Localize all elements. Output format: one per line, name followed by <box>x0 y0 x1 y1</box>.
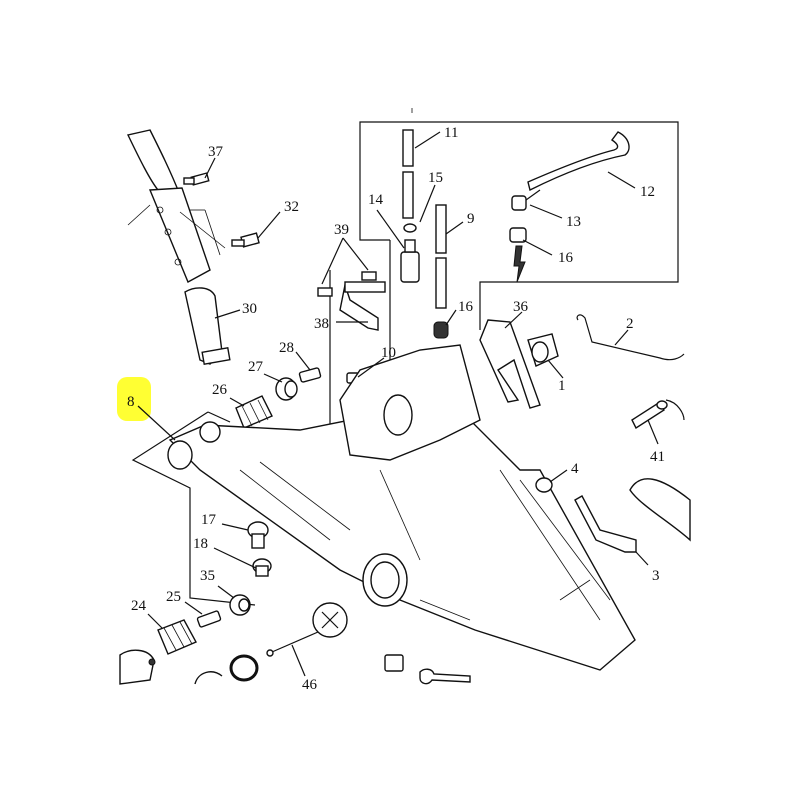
leader-lines <box>137 131 659 677</box>
callout-30: 30 <box>242 301 257 317</box>
key-bottom <box>419 668 471 685</box>
callout-16-upper: 16 <box>558 250 574 266</box>
guide-bar-edge <box>629 478 691 542</box>
bushing-part-27 <box>275 377 298 401</box>
callout-15: 15 <box>428 170 443 186</box>
callout-28: 28 <box>279 340 294 356</box>
wire-part-2 <box>576 314 685 361</box>
callout-41: 41 <box>650 449 665 465</box>
tool-part-46 <box>266 602 348 657</box>
callout-9: 9 <box>467 211 475 227</box>
callout-13: 13 <box>566 214 581 230</box>
callout-1: 1 <box>558 378 566 394</box>
callout-18: 18 <box>193 536 208 552</box>
callout-35: 35 <box>200 568 215 584</box>
filter-part-14 <box>400 239 420 283</box>
screw-part-32 <box>231 232 260 248</box>
hose-part-11 <box>402 129 414 219</box>
callout-25: 25 <box>166 589 181 605</box>
housing-part-8 <box>167 344 636 671</box>
callout-10: 10 <box>381 345 396 361</box>
callout-24: 24 <box>131 598 147 614</box>
callout-17: 17 <box>201 512 217 528</box>
spring-part-26 <box>235 395 273 429</box>
plug-part-18 <box>252 558 272 577</box>
plug-part-17 <box>247 521 269 549</box>
screw-part-25 <box>196 610 222 628</box>
bracket-part-38 <box>339 281 386 331</box>
callout-8: 8 <box>127 394 135 410</box>
screws-part-39 <box>317 271 377 297</box>
subassembly-box-housing <box>131 411 256 606</box>
callout-2: 2 <box>626 316 634 332</box>
callout-39: 39 <box>334 222 349 238</box>
callout-38: 38 <box>314 316 329 332</box>
callout-labels: 37 32 30 39 38 14 11 15 9 12 13 16 16 36… <box>127 125 665 693</box>
callout-14: 14 <box>368 192 384 208</box>
grommet-part-16-lower <box>433 321 449 339</box>
hose-part-9 <box>435 204 447 309</box>
callout-36: 36 <box>513 299 529 315</box>
screw-part-37 <box>183 172 210 186</box>
callout-27: 27 <box>248 359 264 375</box>
seal-part-4 <box>535 477 553 493</box>
bracket-part-30 <box>184 287 231 365</box>
o-ring <box>229 654 259 682</box>
callout-32: 32 <box>284 199 299 215</box>
spring-part-3 <box>574 495 637 553</box>
callout-46: 46 <box>302 677 318 693</box>
callout-16-lower: 16 <box>458 299 474 315</box>
clip-part-36 <box>479 319 541 409</box>
callout-11: 11 <box>444 125 458 141</box>
pin-part-41 <box>631 399 685 430</box>
callout-3: 3 <box>652 568 660 584</box>
callout-4: 4 <box>571 461 579 477</box>
bushing-part-35 <box>229 594 251 616</box>
grommet-part-16-upper <box>509 227 527 283</box>
hose-part-12 <box>527 131 630 192</box>
cap-part-1 <box>527 333 559 367</box>
clip-bottom <box>384 654 404 672</box>
subassembly-box-fuel <box>359 121 679 330</box>
callout-26: 26 <box>212 382 228 398</box>
callout-12: 12 <box>640 184 655 200</box>
fragment-lower-left <box>119 649 155 685</box>
ring-part-15 <box>403 223 417 233</box>
spring-part-24 <box>157 619 197 655</box>
handle-tube <box>126 129 226 283</box>
elbow-part-13 <box>511 189 541 211</box>
screw-part-28 <box>298 367 322 383</box>
callout-37: 37 <box>208 144 224 160</box>
